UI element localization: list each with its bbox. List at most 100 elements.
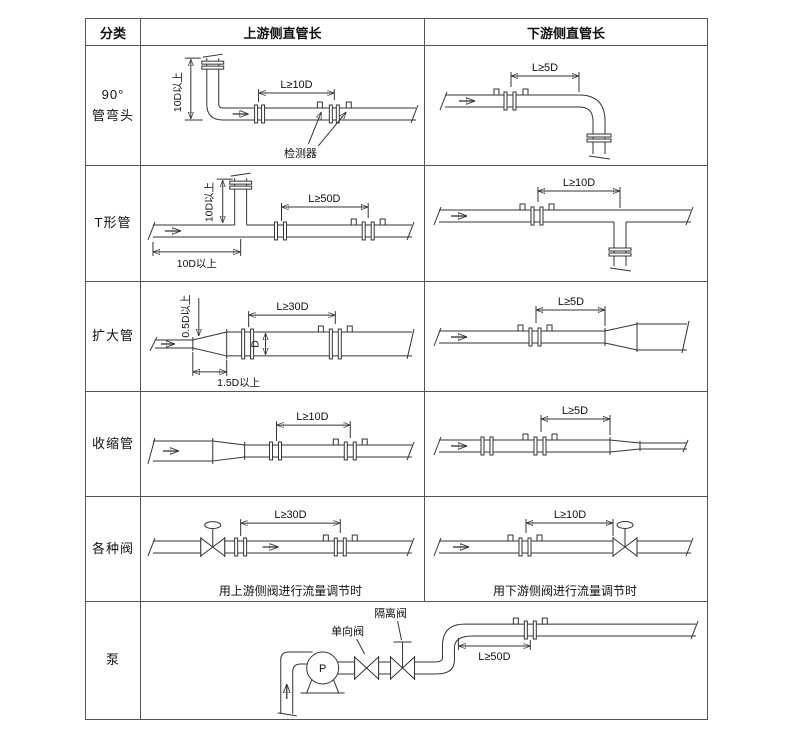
- header-category-label: 分类: [99, 25, 126, 41]
- cell-pump: P 单向阀 隔离阀 L≥5: [141, 602, 707, 719]
- detector-leader-arrows: [307, 111, 346, 146]
- expander-vdim-label: 0.5D以上: [180, 294, 192, 337]
- flowmeter-with-sensors: [317, 325, 353, 359]
- category-expander: 扩大管: [86, 282, 141, 392]
- header-upstream: 上游侧直管长: [141, 19, 425, 46]
- flange: [608, 247, 632, 256]
- pipe-90-elbow: [202, 53, 419, 123]
- category-elbow: 90° 管弯头: [86, 46, 141, 166]
- header-upstream-label: 上游侧直管长: [243, 25, 322, 41]
- category-expander-label: 扩大管: [91, 328, 134, 344]
- diagram-valves-upstream: L≥30D 用上游侧阀进行流量调节时: [147, 509, 415, 597]
- flange: [269, 441, 283, 460]
- installation-table: 分类 上游侧直管长 下游侧直管长 90° 管弯头: [85, 18, 708, 720]
- flange: [586, 133, 612, 142]
- header-category: 分类: [86, 19, 141, 46]
- diagram-pump: P 单向阀 隔离阀 L≥5: [277, 606, 699, 717]
- cell-elbow-upstream: 10D以上 L≥10D 检测器: [141, 46, 425, 166]
- flange: [480, 436, 494, 455]
- valves-up-caption: 用上游侧阀进行流量调节时: [219, 583, 362, 597]
- elbow-up-dim-label: L≥10D: [280, 79, 312, 91]
- flange: [234, 537, 248, 556]
- pump-icon: [300, 651, 345, 694]
- diagram-expander-upstream: 0.5D以上 D L≥30D 1.5D以上: [149, 294, 415, 388]
- cell-expander-downstream: L≥5D: [425, 282, 707, 392]
- tee-up-hdim-label: 10D以上: [177, 257, 217, 269]
- cell-valves-downstream: L≥10D 用下游侧阀进行流量调节时: [425, 497, 707, 602]
- category-pump: 泵: [86, 602, 141, 719]
- diagram-elbow-upstream: 10D以上 L≥10D 检测器: [172, 53, 419, 159]
- flowmeter-with-sensors: [512, 617, 548, 640]
- flowmeter-with-sensors: [517, 324, 553, 346]
- horizontal-dimension: [537, 186, 621, 208]
- horizontal-dimension: [540, 414, 611, 435]
- horizontal-dimension: [535, 305, 606, 326]
- category-tee-label: T形管: [94, 215, 132, 231]
- category-valves-label: 各种阀: [91, 540, 134, 556]
- diagram-expander-downstream: L≥5D: [433, 296, 690, 353]
- horizontal-dimension: [525, 518, 614, 536]
- cell-expander-upstream: 0.5D以上 D L≥30D 1.5D以上: [141, 282, 425, 392]
- tee-up-vdim-label: 10D以上: [204, 182, 216, 222]
- horizontal-dimension: [281, 202, 369, 221]
- flowmeter-with-sensors: [350, 218, 386, 240]
- detector-label: 检测器: [284, 145, 317, 159]
- valves-down-caption: 用下游侧阀进行流量调节时: [493, 584, 637, 598]
- pump-dim-label: L≥50D: [478, 651, 510, 663]
- valve-icon: [200, 520, 226, 557]
- category-tee: T形管: [86, 166, 141, 282]
- diagram-reducer-upstream: L≥10D: [147, 411, 415, 464]
- vertical-dimension: [184, 57, 203, 120]
- tee-down-dim-label: L≥10D: [563, 177, 595, 189]
- cell-valves-upstream: L≥30D 用上游侧阀进行流量调节时: [141, 497, 425, 602]
- cell-tee-downstream: L≥10D: [425, 166, 707, 282]
- diagram-valves-downstream: L≥10D 用下游侧阀进行流量调节时: [433, 509, 694, 598]
- header-downstream: 下游侧直管长: [425, 19, 707, 46]
- diagram-tee-downstream: L≥10D: [433, 177, 694, 271]
- pipe-tee: [433, 206, 694, 271]
- expander-cone-label: 1.5D以上: [217, 376, 260, 388]
- valve-icon: [612, 520, 638, 557]
- horizontal-dimension: [276, 420, 351, 441]
- flowmeter-with-sensors: [507, 534, 543, 556]
- flowmeter-with-sensors: [493, 88, 529, 110]
- leader-lines: [356, 620, 403, 655]
- cone-dimension: [192, 351, 228, 376]
- flange: [201, 60, 266, 123]
- vertical-dimension: [216, 178, 233, 223]
- expander-up-dim-label: L≥30D: [276, 301, 308, 313]
- reducer-down-dim-label: L≥5D: [562, 405, 588, 417]
- reducer-up-dim-label: L≥10D: [296, 411, 328, 423]
- pipe-pump-circuit: [277, 620, 699, 717]
- check-valve-label: 单向阀: [331, 624, 364, 638]
- category-valves: 各种阀: [86, 497, 141, 602]
- category-pump-label: 泵: [105, 652, 120, 668]
- elbow-up-vdim-label: 10D以上: [172, 72, 184, 112]
- tee-up-dim-label: L≥50D: [308, 193, 340, 205]
- cell-reducer-downstream: L≥5D: [425, 392, 707, 497]
- category-elbow-label: 90° 管弯头: [91, 86, 134, 123]
- check-valve-icon: [354, 656, 380, 680]
- expander-d-label: D: [251, 339, 262, 347]
- valves-down-dim-label: L≥10D: [554, 509, 586, 521]
- cell-reducer-upstream: L≥10D: [141, 392, 425, 497]
- pipe-90-elbow: [439, 91, 611, 159]
- pipe: [147, 537, 415, 556]
- cell-tee-upstream: 10D以上 10D以上 L≥50D: [141, 166, 425, 282]
- cell-elbow-downstream: L≥5D: [425, 46, 707, 166]
- flowmeter-with-sensors: [332, 438, 368, 460]
- pump-label: P: [319, 663, 326, 675]
- diagram-reducer-downstream: L≥5D: [433, 405, 689, 455]
- category-reducer: 收缩管: [86, 392, 141, 497]
- diagram-elbow-downstream: L≥5D: [439, 62, 612, 159]
- horizontal-dimension: [258, 88, 335, 102]
- horizontal-dimension: [240, 518, 341, 536]
- header-downstream-label: 下游侧直管长: [526, 25, 605, 41]
- pipe-expansion-cone: [433, 320, 690, 353]
- isolation-valve-icon: [390, 641, 416, 680]
- valves-up-dim-label: L≥30D: [274, 509, 306, 521]
- expander-down-dim-label: L≥5D: [558, 296, 584, 308]
- diagram-tee-upstream: 10D以上 10D以上 L≥50D: [147, 172, 415, 269]
- category-reducer-label: 收缩管: [91, 435, 134, 451]
